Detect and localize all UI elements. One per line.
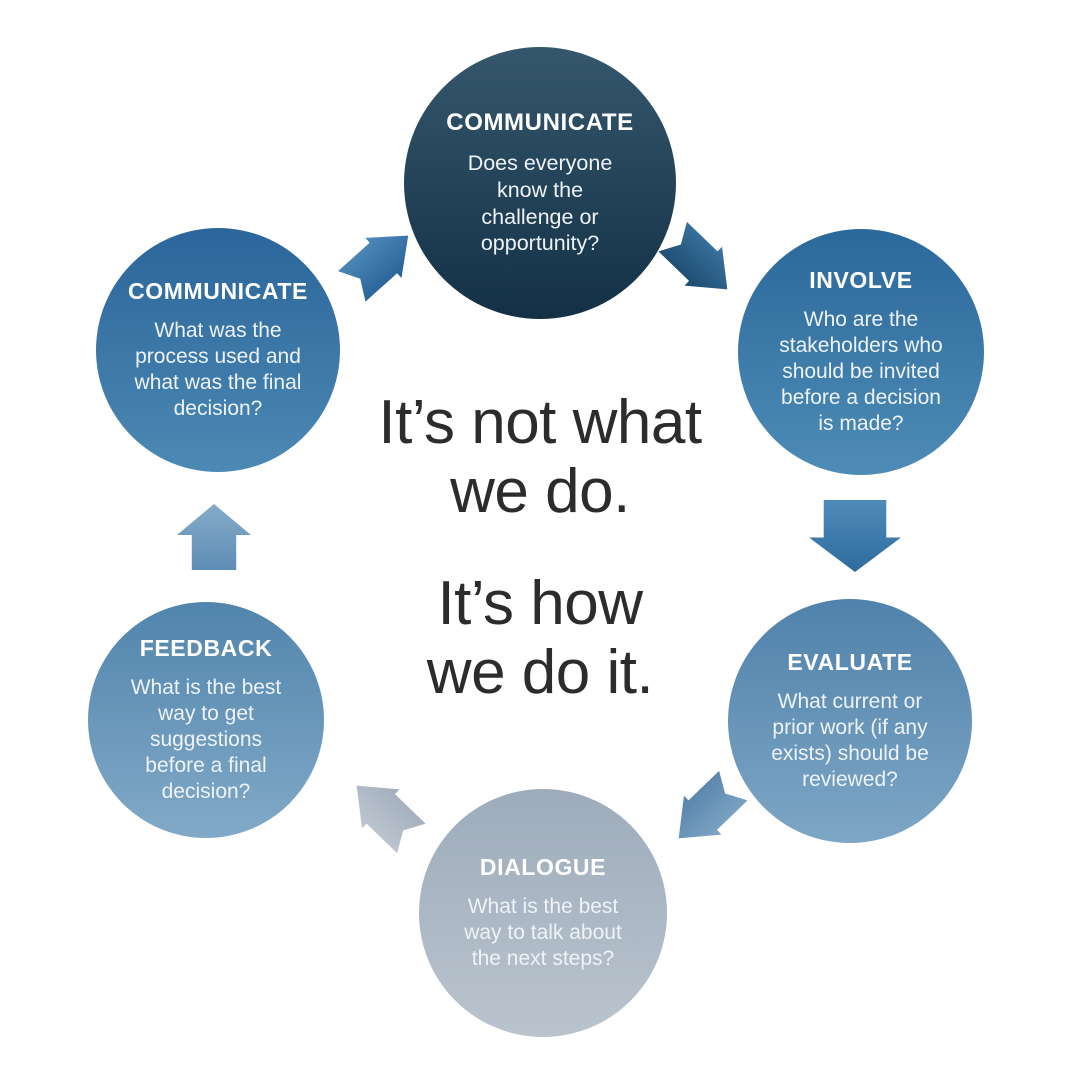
step-circle-communicate-top: COMMUNICATE Does everyone know the chall… [404, 47, 676, 319]
quote-block-1: It’s not what we do. [0, 388, 1080, 527]
step-circle-feedback: FEEDBACK What is the best way to get sug… [88, 602, 324, 838]
step-question: Does everyone know the challenge or oppo… [467, 151, 613, 256]
step-title: DIALOGUE [479, 853, 607, 880]
step-title: COMMUNICATE [128, 277, 308, 304]
quote-line: we do it. [426, 638, 654, 708]
step-question: What is the best way to get suggestions … [130, 675, 282, 804]
step-question: What current or prior work (if any exist… [771, 689, 929, 792]
quote-line: we do. [450, 457, 630, 527]
step-title: COMMUNICATE [446, 109, 634, 137]
quote-block-2: It’s how we do it. [0, 569, 1080, 708]
quote-line: It’s not what [378, 388, 702, 457]
arrow-up-left-icon [338, 766, 430, 858]
step-question: Who are the stakeholders who should be i… [779, 307, 943, 436]
step-question: What was the process used and what was t… [134, 318, 302, 421]
step-circle-dialogue: DIALOGUE What is the best way to talk ab… [419, 789, 667, 1037]
center-quote: It’s not what we do. It’s how we do it. [0, 388, 1080, 708]
step-question: What is the best way to talk about the n… [464, 894, 622, 971]
quote-line: It’s how [437, 568, 643, 638]
step-title: EVALUATE [787, 648, 913, 675]
arrow-down-left-icon [660, 766, 752, 858]
step-title: INVOLVE [809, 266, 913, 293]
step-title: FEEDBACK [139, 634, 273, 661]
step-circle-involve: INVOLVE Who are the stakeholders who sho… [738, 229, 984, 475]
step-circle-evaluate: EVALUATE What current or prior work (if … [728, 599, 972, 843]
step-circle-communicate-left: COMMUNICATE What was the process used an… [96, 228, 340, 472]
arrow-down-right-icon [654, 217, 746, 309]
